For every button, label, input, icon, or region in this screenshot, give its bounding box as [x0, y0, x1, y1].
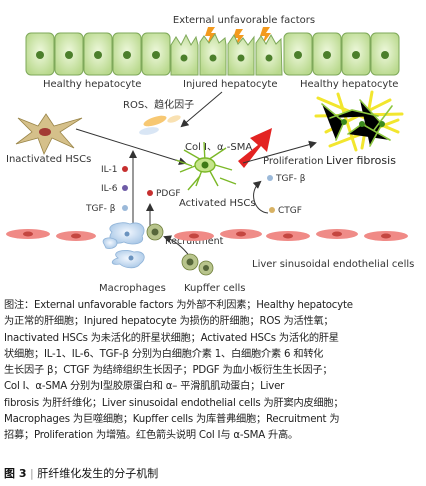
- activation-arrow: [75, 128, 187, 166]
- tgf-label-left: TGF- β: [85, 204, 116, 214]
- ctgf-label: CTGF: [278, 206, 302, 216]
- healthy-hepatocyte-label-left: Healthy hepatocyte: [43, 79, 141, 90]
- hepatocyte-nuclei: [36, 51, 389, 62]
- proliferation-label: Proliferation: [263, 156, 324, 167]
- lightning-icons: [205, 27, 271, 47]
- injured-hepatocyte-label: Injured hepatocyte: [183, 79, 277, 90]
- figure-title: 图 3 | 肝纤维化发生的分子机制: [4, 465, 158, 481]
- red-up-arrow: [238, 128, 272, 168]
- pdgf-dot: [147, 190, 153, 196]
- activated-hsc-label: Activated HSCs: [179, 198, 256, 209]
- activated-hsc-cell: [175, 141, 237, 191]
- tgf-dot-left: [122, 205, 128, 211]
- tgf-dot-right: [267, 175, 273, 181]
- macrophages-label: Macrophages: [99, 283, 166, 294]
- macrophage-cells: [102, 222, 145, 269]
- recruitment-label: Recruitment: [165, 236, 224, 247]
- ctgf-dot: [269, 207, 275, 213]
- inactivated-hsc-cell: [15, 113, 83, 155]
- caption-line: 招募；Proliferation 为增殖。红色箭头说明 Col Ⅰ与 α-SMA…: [4, 430, 298, 442]
- figure-number: 图 3: [4, 467, 27, 480]
- hepatocyte-row: [25, 32, 400, 76]
- liver-fibrosis-label: Liver fibrosis: [326, 154, 396, 167]
- tgf-label-right: TGF- β: [275, 174, 306, 184]
- proliferation-arrow: [242, 140, 317, 164]
- macrophage-nuclei: [124, 231, 134, 261]
- figure-caption: 图注：External unfavorable factors 为外部不利因素；…: [4, 298, 422, 445]
- caption-line: Col Ⅰ、α-SMA 分别为Ⅰ型胶原蛋白和 α– 平滑肌肌动蛋白；Liver: [4, 381, 285, 393]
- il1-label: IL-1: [101, 165, 117, 175]
- inactivated-hsc-label: Inactivated HSCs: [6, 154, 91, 165]
- il6-label: IL-6: [101, 184, 118, 194]
- ros-arrow: [180, 91, 223, 128]
- pdgf-label: PDGF: [156, 189, 181, 199]
- ros-blobs: [139, 115, 181, 135]
- kupffer-cells: [146, 223, 214, 276]
- lsec-label: Liver sinusoidal endothelial cells: [252, 259, 414, 270]
- figure-title-separator: |: [29, 467, 34, 480]
- figure-title-text: 肝纤维化发生的分子机制: [37, 467, 159, 480]
- mechanism-diagram: External unfavorable factors Healthy hep…: [6, 15, 414, 294]
- caption-line: 图注：External unfavorable factors 为外部不利因素；…: [4, 300, 353, 311]
- endothelial-cells: [6, 229, 408, 241]
- caption-line: Inactivated HSCs 为未活化的肝星状细胞；Activated HS…: [4, 332, 339, 344]
- kupffer-label: Kupffer cells: [184, 283, 246, 294]
- caption-line: 为正常的肝细胞；Injured hepatocyte 为损伤的肝细胞；ROS 为…: [4, 316, 334, 328]
- col-label: Col Ⅰ、α -SMA: [185, 142, 252, 153]
- autocrine-loop-arrow: [252, 180, 269, 214]
- fibrosis-mesh: [314, 90, 404, 152]
- ros-label: ROS、趋化因子: [123, 98, 194, 111]
- il1-dot: [122, 166, 128, 172]
- caption-line: 生长因子 β；CTGF 为结缔组织生长因子；PDGF 为血小板衍生生长因子；: [4, 365, 333, 377]
- caption-line: fibrosis 为肝纤维化；Liver sinusoidal endothel…: [4, 397, 344, 409]
- healthy-hepatocyte-label-right: Healthy hepatocyte: [300, 79, 398, 90]
- external-factors-label: External unfavorable factors: [173, 15, 315, 26]
- caption-line: 状细胞；IL-1、IL-6、TGF-β 分别为白细胞介素 1、白细胞介素 6 和…: [4, 348, 324, 360]
- caption-line: Macrophages 为巨噬细胞；Kupffer cells 为库普弗细胞；R…: [4, 414, 340, 426]
- il6-dot: [122, 185, 128, 191]
